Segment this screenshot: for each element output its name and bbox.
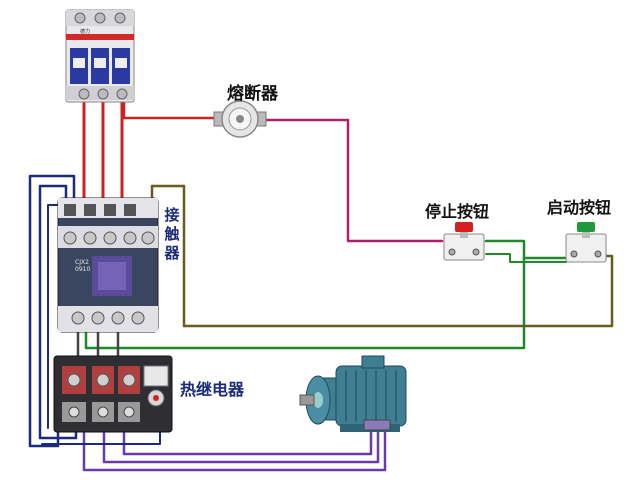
fuse [213, 100, 267, 138]
motor [299, 355, 407, 432]
breaker-brand-text: 德力 [80, 29, 91, 35]
stop-button-label: 停止按钮 [425, 202, 490, 221]
stop-button [443, 222, 485, 261]
contactor-model-line-1: CJX2 [75, 259, 89, 266]
thermal-relay [53, 355, 173, 433]
start-return-wire [84, 256, 526, 350]
stop-to-start-wire [484, 239, 568, 260]
start-button [565, 222, 607, 263]
motor-wire-3 [122, 426, 373, 456]
contactor-model-text: CJX2 0910 [75, 259, 90, 273]
start-branch-wire [485, 253, 567, 263]
coil-to-start-wire [150, 184, 614, 328]
start-button-label: 启动按钮 [547, 198, 612, 217]
fuse-to-stop-wire [260, 118, 444, 243]
wires [28, 96, 614, 472]
contactor-label: 接触器 [164, 206, 180, 262]
thermal-relay-label: 热继电器 [180, 380, 245, 399]
navy-wire-mid [38, 184, 78, 440]
fuse-label: 熔断器 [227, 84, 278, 104]
fuse-feed-wire [122, 98, 220, 120]
circuit-breaker [65, 9, 135, 103]
motor-wire-2 [102, 426, 380, 464]
motor-wire-1 [82, 426, 387, 472]
navy-wire-inner [47, 204, 61, 429]
contactor-model-line-2: 0910 [75, 266, 91, 273]
contactor [57, 197, 159, 333]
